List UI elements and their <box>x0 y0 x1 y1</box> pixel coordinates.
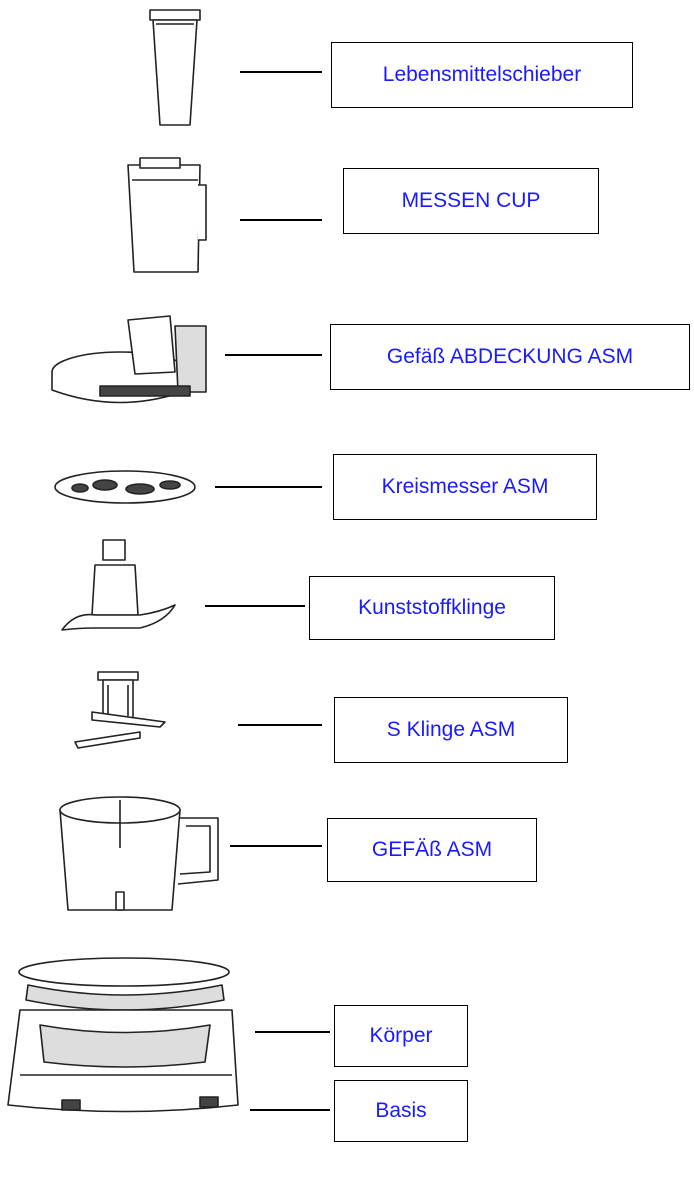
bowl-illustration <box>59 796 219 911</box>
s-blade-illustration <box>74 671 166 749</box>
label-bowl: GEFÄß ASM <box>327 818 537 882</box>
disc-blade-illustration <box>54 470 196 504</box>
food-pusher-illustration <box>149 9 201 126</box>
label-s-blade: S Klinge ASM <box>334 697 568 763</box>
bowl-cover-illustration <box>51 315 207 404</box>
label-body: Körper <box>334 1005 468 1067</box>
label-bowl-cover: Gefäß ABDECKUNG ASM <box>330 324 690 390</box>
label-base: Basis <box>334 1080 468 1142</box>
measuring-cup-illustration <box>127 157 207 273</box>
plastic-blade-illustration <box>61 539 176 631</box>
label-plastic-blade: Kunststoffklinge <box>309 576 555 640</box>
label-disc-blade: Kreismesser ASM <box>333 454 597 520</box>
label-measuring-cup: MESSEN CUP <box>343 168 599 234</box>
body-base-illustration <box>7 957 239 1113</box>
label-food-pusher: Lebensmittelschieber <box>331 42 633 108</box>
